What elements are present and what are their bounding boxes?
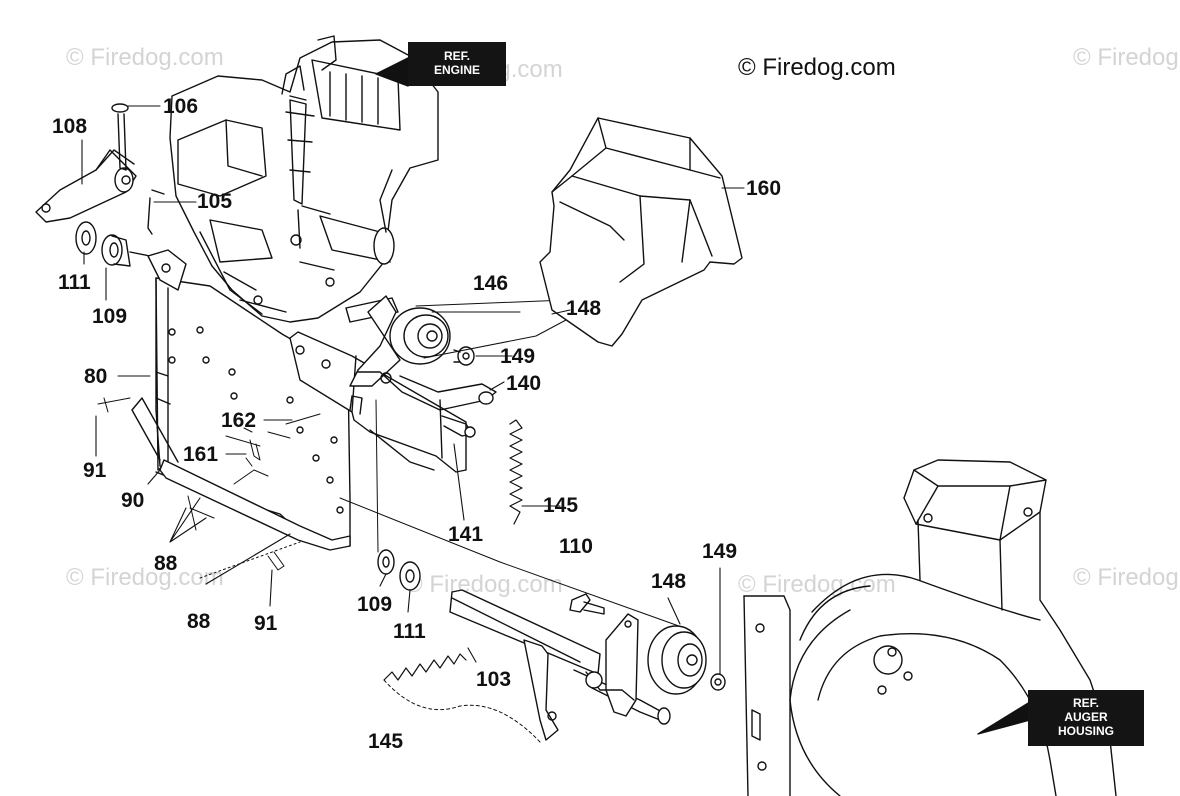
part-label-141: 141 — [448, 523, 484, 546]
support-bar-drawing — [131, 397, 351, 551]
bracket-108-drawing — [35, 103, 165, 235]
part-label-149: 149 — [500, 345, 536, 368]
ref-engine-line2: ENGINE — [433, 63, 480, 77]
ref-auger-housing-callout: REF. AUGER HOUSING — [1028, 690, 1144, 746]
part-label-88: 88 — [154, 552, 178, 575]
ref-auger-line1: REF. — [1072, 696, 1099, 711]
auger-ref-arrow — [977, 701, 1031, 735]
watermark: © Firedog.com — [66, 44, 224, 71]
washers-lower-drawing — [375, 399, 421, 591]
watermark: © Firedog.com — [405, 571, 563, 598]
part-label-103: 103 — [476, 668, 512, 691]
watermark: © Firedog.com — [66, 564, 224, 591]
watermark: © Firedog.com — [1073, 564, 1180, 591]
spring-145-lower-drawing — [383, 653, 541, 743]
upper-pulley-drawing — [349, 295, 497, 438]
ref-engine-callout: REF. ENGINE — [408, 42, 506, 86]
part-label-145: 145 — [543, 494, 579, 517]
part-label-110: 110 — [559, 535, 593, 558]
part-label-162: 162 — [221, 409, 257, 432]
spring-145-upper-drawing — [509, 419, 523, 525]
washers-upper-drawing — [75, 221, 187, 291]
part-label-161: 161 — [183, 443, 219, 466]
part-label-108: 108 — [52, 115, 88, 138]
lower-pulley-drawing — [647, 625, 726, 695]
ref-auger-line2: AUGER — [1064, 710, 1108, 725]
part-label-109: 109 — [357, 593, 393, 616]
copyright-text: © Firedog.com — [738, 54, 896, 81]
part-label-109: 109 — [92, 305, 128, 328]
part-label-148: 148 — [566, 297, 602, 320]
part-label-146: 146 — [473, 272, 509, 295]
part-label-106: 106 — [163, 95, 199, 118]
belt-cover-160-drawing — [539, 117, 743, 347]
part-label-111: 111 — [58, 271, 91, 294]
ref-auger-line3: HOUSING — [1057, 723, 1114, 738]
part-label-160: 160 — [746, 177, 782, 200]
leader-lines — [81, 105, 745, 675]
part-label-111: 111 — [393, 620, 426, 643]
watermark: © Firedog.com — [1073, 44, 1180, 71]
part-label-145: 145 — [368, 730, 404, 753]
part-label-80: 80 — [84, 365, 108, 388]
part-label-148: 148 — [651, 570, 687, 593]
fastener-drawings — [97, 397, 321, 579]
part-label-90: 90 — [121, 489, 145, 512]
shaft-assembly-drawing — [339, 497, 691, 741]
mounting-bracket-lower-drawing — [585, 613, 639, 717]
engine-drawing — [169, 35, 439, 323]
bolt-drawing — [569, 593, 605, 615]
part-label-91: 91 — [254, 612, 278, 635]
part-label-88: 88 — [187, 610, 211, 633]
part-label-105: 105 — [197, 190, 233, 213]
part-label-140: 140 — [506, 372, 542, 395]
ref-engine-line1: REF. — [443, 49, 470, 64]
part-label-149: 149 — [702, 540, 738, 563]
part-label-91: 91 — [83, 459, 107, 482]
